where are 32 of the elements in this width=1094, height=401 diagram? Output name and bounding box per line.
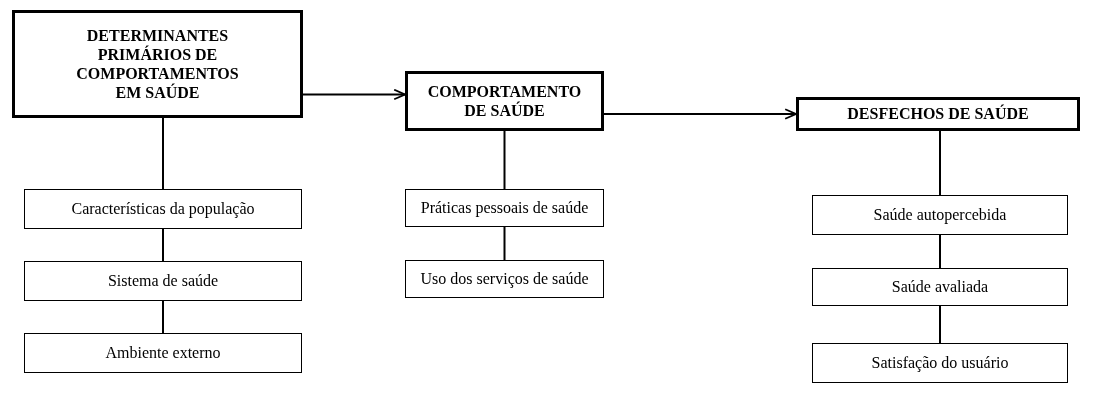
box-label: Práticas pessoais de saúde [419, 199, 590, 217]
box-label: Sistema de saúde [106, 272, 220, 290]
arrow [302, 88, 406, 101]
heading-box [12, 10, 303, 118]
heading-box [405, 71, 604, 131]
box-label: COMPORTAMENTO DE SAÚDE [426, 81, 583, 121]
connector-line [503, 130, 506, 190]
process-box [812, 268, 1068, 306]
box-label: Características da população [70, 200, 256, 218]
connector-line [162, 228, 164, 262]
box-label: Saúde autopercebida [872, 206, 1008, 224]
process-box [405, 260, 604, 298]
connector-line [162, 300, 164, 334]
arrow [603, 108, 797, 120]
heading-box [796, 97, 1080, 131]
process-box [812, 195, 1068, 235]
connector-line [162, 117, 164, 190]
box-label: DESFECHOS DE SAÚDE [846, 104, 1030, 124]
box-label: Uso dos serviços de saúde [419, 270, 590, 288]
box-label: Satisfação do usuário [870, 354, 1010, 372]
connector-line [939, 130, 941, 196]
connector-line [939, 234, 941, 269]
box-label: DETERMINANTES PRIMÁRIOS DE COMPORTAMENTOS EM SAÚDE [75, 25, 240, 103]
connector-line [503, 226, 506, 261]
process-box [812, 343, 1068, 383]
process-box [24, 189, 302, 229]
box-label: Ambiente externo [104, 344, 222, 362]
connector-line [939, 305, 941, 344]
process-box [24, 261, 302, 301]
process-box [405, 189, 604, 227]
box-label: Saúde avaliada [890, 278, 990, 296]
process-box [24, 333, 302, 373]
